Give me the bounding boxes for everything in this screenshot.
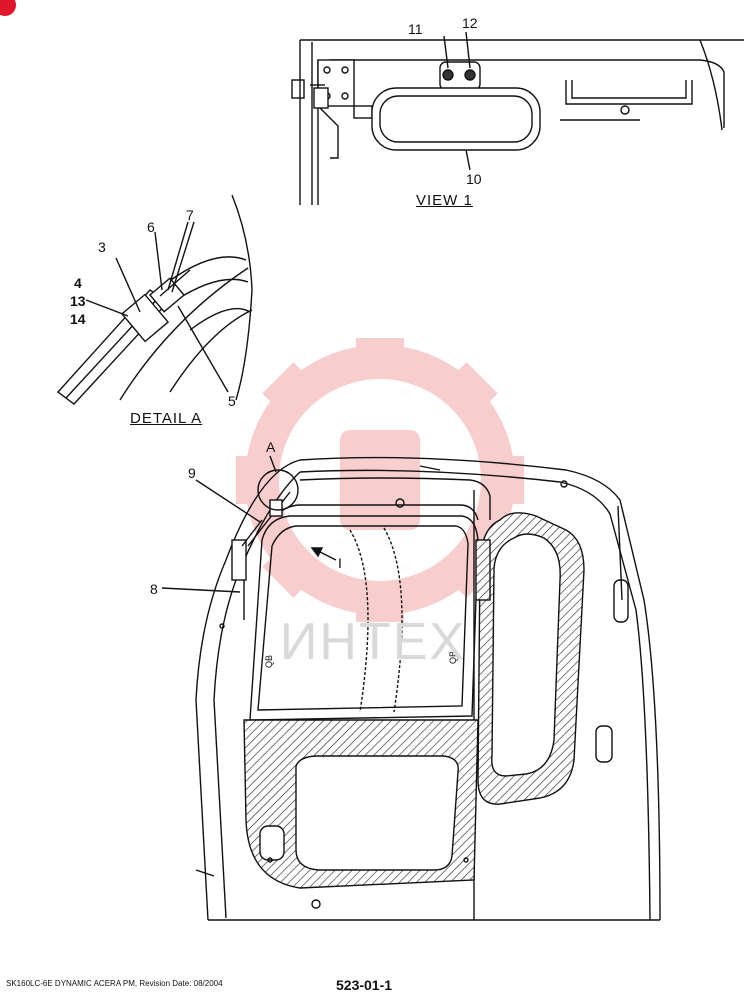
- page-code: 523-01-1: [336, 977, 393, 993]
- glass-marking-right: QB: [448, 651, 458, 664]
- corner-mark-icon: [0, 0, 16, 16]
- view-1-title: VIEW 1: [416, 192, 473, 209]
- callout-12: 12: [462, 15, 478, 31]
- detail-a-drawing: [56, 194, 253, 405]
- callout-10: 10: [466, 171, 482, 187]
- callout-14: 14: [70, 311, 86, 327]
- cab-door-drawing: [161, 455, 661, 921]
- svg-text:QB: QB: [264, 655, 274, 668]
- callout-13: 13: [70, 293, 86, 309]
- callout-9: 9: [188, 465, 196, 481]
- svg-text:QB: QB: [448, 651, 458, 664]
- callout-3: 3: [98, 239, 106, 255]
- glass-marking-left: QB: [264, 655, 274, 668]
- callout-a: A: [266, 439, 276, 455]
- watermark-text: ИНТЕХ: [280, 613, 467, 671]
- callout-5: 5: [228, 393, 236, 409]
- callout-11: 11: [408, 21, 423, 37]
- view-1-drawing: [291, 31, 744, 205]
- callout-4: 4: [74, 275, 82, 291]
- callout-view-i: I: [338, 555, 342, 571]
- callout-6: 6: [147, 219, 155, 235]
- detail-a-title: DETAIL A: [130, 410, 203, 427]
- callout-7: 7: [186, 207, 194, 223]
- footer-revision: SK160LC-6E DYNAMIC ACERA PM, Revision Da…: [6, 979, 223, 988]
- callout-8: 8: [150, 581, 158, 597]
